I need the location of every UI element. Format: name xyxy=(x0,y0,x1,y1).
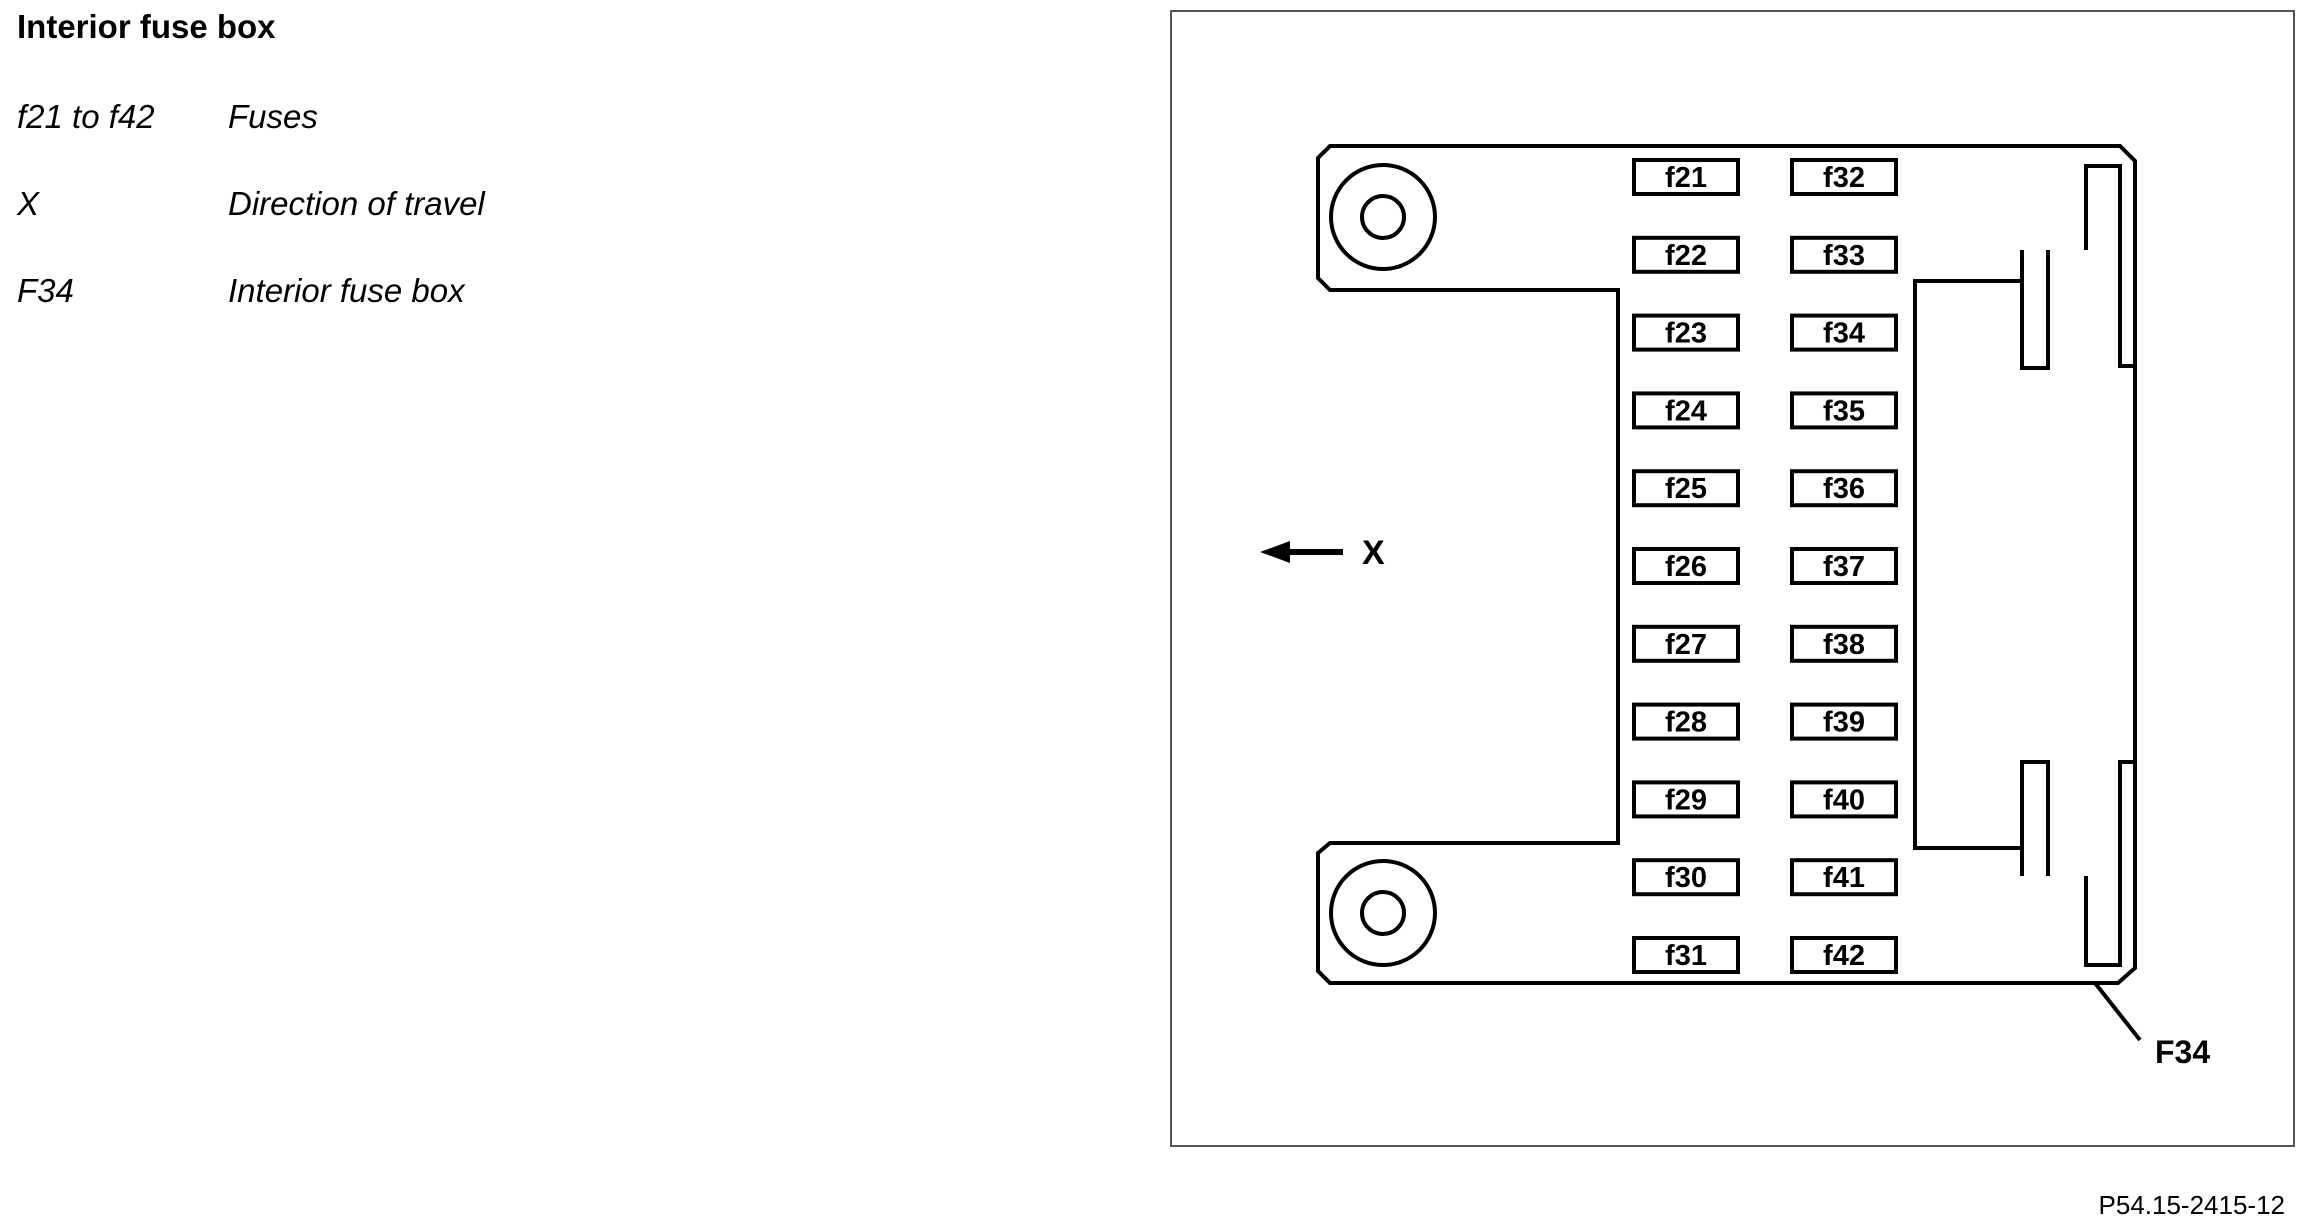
fuse-slot xyxy=(1790,158,1898,196)
fuse-slot xyxy=(1632,936,1740,974)
fuse-label: f40 xyxy=(1823,784,1865,816)
fuse-label: f26 xyxy=(1665,551,1707,583)
fuse-f26: f26 xyxy=(1632,547,1740,585)
fuse-f38: f38 xyxy=(1790,624,1898,663)
legend-desc: Fuses xyxy=(228,98,318,135)
fuse-slot xyxy=(1632,313,1740,352)
fuse-slot xyxy=(1632,158,1740,196)
fuse-slot xyxy=(1632,780,1740,819)
fuse-f39: f39 xyxy=(1790,702,1898,741)
fuse-label: f28 xyxy=(1665,707,1707,739)
box-label: F34 xyxy=(2155,1034,2210,1070)
fuse-label: f31 xyxy=(1665,940,1707,972)
slot-bottom-narrow xyxy=(2020,760,2050,876)
fuse-label: f33 xyxy=(1823,240,1865,272)
fuse-label: f29 xyxy=(1665,784,1707,816)
fuse-slot xyxy=(1632,858,1740,897)
fuse-slot xyxy=(1790,780,1898,819)
fuse-box-diagram: f21 f22 f23 f24 f25 f26 f27 f28 f29 f30 f31 f32 f33… xyxy=(1260,144,2210,1070)
legend-desc: Direction of travel xyxy=(228,185,485,222)
fuse-f29: f29 xyxy=(1632,780,1740,819)
fuse-slot xyxy=(1790,702,1898,741)
fuse-f22: f22 xyxy=(1632,235,1740,274)
fuse-f33: f33 xyxy=(1790,235,1898,274)
fuse-f23: f23 xyxy=(1632,313,1740,352)
fuse-slot xyxy=(1632,624,1740,663)
fuse-f30: f30 xyxy=(1632,858,1740,897)
fuse-label: f25 xyxy=(1665,473,1707,505)
fuse-f42: f42 xyxy=(1790,936,1898,974)
fuse-slot xyxy=(1790,858,1898,897)
fuse-f31: f31 xyxy=(1632,936,1740,974)
page-title: Interior fuse box xyxy=(17,8,276,45)
fuse-label: f38 xyxy=(1823,629,1865,661)
fuse-slot xyxy=(1790,313,1898,352)
fuse-label: f41 xyxy=(1823,862,1865,894)
slot-bottom-wide xyxy=(2084,760,2135,967)
mounting-hole-bottom xyxy=(1329,859,1437,967)
fuse-label: f23 xyxy=(1665,318,1707,350)
fuse-slot xyxy=(1632,391,1740,430)
fuse-f41: f41 xyxy=(1790,858,1898,897)
fuse-label: f35 xyxy=(1823,395,1865,427)
fuse-label: f22 xyxy=(1665,240,1707,272)
fuse-label: f42 xyxy=(1823,940,1865,972)
direction-arrow xyxy=(1260,541,1343,563)
direction-label: X xyxy=(1362,534,1385,572)
fuse-f37: f37 xyxy=(1790,547,1898,585)
legend-key: F34 xyxy=(17,272,74,309)
fuse-label: f24 xyxy=(1665,395,1707,427)
fuse-f27: f27 xyxy=(1632,624,1740,663)
legend-desc: Interior fuse box xyxy=(228,272,465,309)
fuse-box-inner-contour xyxy=(1913,250,2024,876)
fuse-label: f36 xyxy=(1823,473,1865,505)
fuse-f35: f35 xyxy=(1790,391,1898,430)
fuse-slot xyxy=(1632,547,1740,585)
fuse-column-right: f32 f33 f34 f35 f36 f37 f38 f39 f40 f41 f42 xyxy=(1790,158,1898,974)
fuse-f24: f24 xyxy=(1632,391,1740,430)
fuse-label: f32 xyxy=(1823,162,1865,194)
fuse-label: f27 xyxy=(1665,629,1707,661)
fuse-slot xyxy=(1632,235,1740,274)
fuse-slot xyxy=(1790,547,1898,585)
fuse-f34: f34 xyxy=(1790,313,1898,352)
figure-reference: P54.15-2415-12 xyxy=(2098,1190,2285,1220)
legend-key: X xyxy=(17,185,40,222)
fuse-f25: f25 xyxy=(1632,469,1740,508)
slot-top-narrow xyxy=(2020,250,2050,370)
fuse-slot xyxy=(1632,702,1740,741)
fuse-slot xyxy=(1790,624,1898,663)
fuse-f40: f40 xyxy=(1790,780,1898,819)
fuse-column-left: f21 f22 f23 f24 f25 f26 f27 f28 f29 f30 f31 xyxy=(1632,158,1740,974)
fuse-slot xyxy=(1790,235,1898,274)
diagram-frame: f21 f22 f23 f24 f25 f26 f27 f28 f29 f30 f31 f32 f33… xyxy=(1170,10,2295,1147)
fuse-label: f37 xyxy=(1823,551,1865,583)
fuse-f32: f32 xyxy=(1790,158,1898,196)
fuse-slot xyxy=(1790,936,1898,974)
fuse-f36: f36 xyxy=(1790,469,1898,508)
fuse-label: f39 xyxy=(1823,707,1865,739)
fuse-label: f21 xyxy=(1665,162,1707,194)
fuse-f21: f21 xyxy=(1632,158,1740,196)
fuse-label: f30 xyxy=(1665,862,1707,894)
box-label-leader xyxy=(2093,981,2142,1042)
mounting-hole-top xyxy=(1329,163,1437,271)
legend-key: f21 to f42 xyxy=(17,98,155,135)
fuse-slot xyxy=(1790,391,1898,430)
fuse-box-outline xyxy=(1316,144,2137,985)
fuse-label: f34 xyxy=(1823,318,1865,350)
fuse-f28: f28 xyxy=(1632,702,1740,741)
fuse-slot xyxy=(1790,469,1898,508)
fuse-slot xyxy=(1632,469,1740,508)
slot-top-wide xyxy=(2084,164,2135,368)
